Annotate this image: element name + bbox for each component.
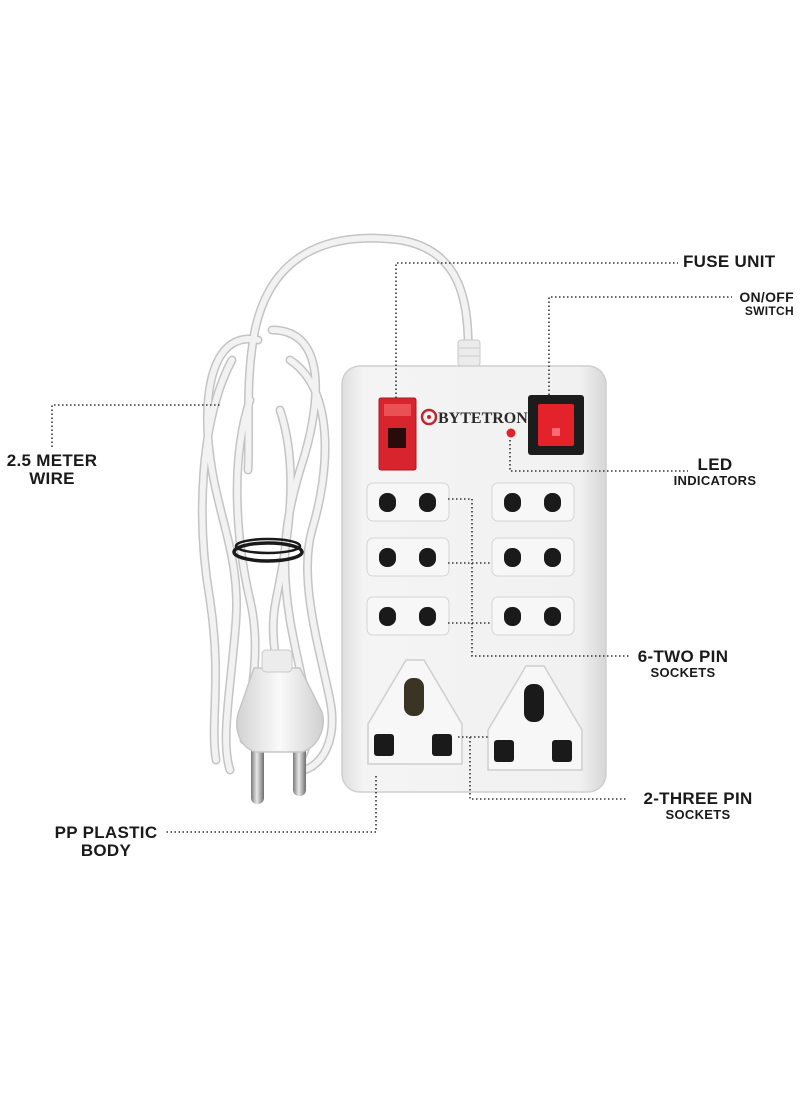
label-two-pin-line2: SOCKETS — [650, 664, 716, 680]
brand-logo — [420, 408, 438, 426]
label-on-off-line2: SWITCH — [744, 303, 794, 318]
label-led-line1: LED — [697, 455, 733, 474]
leader-two-pin — [448, 498, 630, 657]
label-on-off-line1: ON/OFF — [739, 289, 794, 305]
socket-hole — [419, 548, 436, 567]
label-fuse-unit: FUSE UNIT — [683, 253, 775, 271]
on-off-switch[interactable] — [528, 395, 584, 455]
cable-tie — [232, 537, 304, 563]
socket-hole — [419, 607, 436, 626]
socket-hole — [552, 740, 572, 762]
plug-pin-left — [251, 740, 264, 804]
socket-hole — [379, 493, 396, 512]
brand-name: BYTETRONICS — [438, 410, 555, 427]
label-two-pin-line1: 6-TWO PIN — [637, 647, 729, 666]
label-body-line1: PP PLASTIC — [54, 823, 158, 842]
label-wire-line2: WIRE — [29, 468, 75, 488]
fuse-unit[interactable] — [378, 397, 417, 471]
three-pin-sockets — [367, 659, 583, 771]
socket-hole — [379, 548, 396, 567]
three-pin-socket[interactable] — [367, 659, 463, 765]
label-body-line2: BODY — [80, 840, 132, 860]
plug-body — [236, 667, 324, 753]
socket-hole — [494, 740, 514, 762]
label-two-pin-sockets: 6-TWO PIN SOCKETS — [628, 648, 738, 679]
socket-hole — [524, 684, 544, 722]
two-pin-socket[interactable] — [491, 482, 575, 522]
plug-neck — [261, 649, 293, 673]
socket-hole — [374, 734, 394, 756]
socket-hole — [404, 678, 424, 716]
three-pin-socket[interactable] — [487, 665, 583, 771]
two-pin-socket[interactable] — [366, 537, 450, 577]
two-pin-plug — [236, 649, 324, 804]
socket-hole — [544, 548, 561, 567]
socket-hole — [419, 493, 436, 512]
socket-hole — [544, 607, 561, 626]
plug-pin-right — [293, 740, 306, 796]
socket-hole — [504, 607, 521, 626]
two-pin-socket[interactable] — [366, 596, 450, 636]
label-three-pin-sockets: 2-THREE PIN SOCKETS — [630, 790, 766, 821]
socket-hole — [432, 734, 452, 756]
two-pin-socket[interactable] — [491, 596, 575, 636]
label-wire: 2.5 METER WIRE — [0, 452, 104, 488]
leader-lines — [51, 262, 732, 833]
label-wire-line1: 2.5 METER — [6, 451, 98, 470]
socket-hole — [504, 548, 521, 567]
two-pin-socket[interactable] — [366, 482, 450, 522]
leader-three-pin — [458, 736, 628, 800]
label-led-indicators: LED INDICATORS — [660, 456, 770, 487]
label-body: PP PLASTIC BODY — [44, 824, 168, 860]
led-indicator — [506, 428, 516, 438]
leader-wire — [51, 404, 222, 447]
leader-body — [166, 776, 377, 833]
leader-fuse-unit — [395, 262, 678, 398]
two-pin-sockets — [366, 482, 575, 636]
two-pin-socket[interactable] — [491, 537, 575, 577]
socket-hole — [379, 607, 396, 626]
label-fuse-unit-line1: FUSE UNIT — [683, 252, 776, 271]
socket-hole — [504, 493, 521, 512]
label-three-pin-line1: 2-THREE PIN — [643, 789, 753, 808]
label-led-line2: INDICATORS — [673, 472, 757, 488]
cord-entry — [457, 339, 481, 367]
leader-on-off-switch — [548, 296, 732, 395]
label-three-pin-line2: SOCKETS — [665, 806, 731, 822]
socket-hole — [544, 493, 561, 512]
label-on-off-switch: ON/OFF SWITCH — [739, 290, 794, 317]
